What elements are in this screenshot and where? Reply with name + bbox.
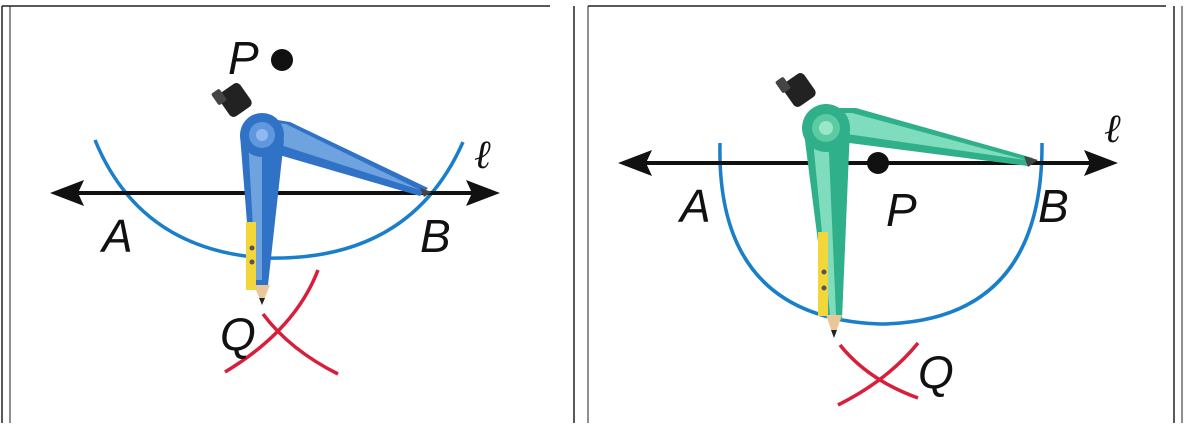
cross-arc-2 bbox=[837, 341, 920, 407]
cross-arc-1 bbox=[261, 312, 339, 376]
arc-right bbox=[718, 142, 1044, 326]
point-p bbox=[867, 152, 889, 174]
label-line-l: ℓ bbox=[1104, 106, 1121, 152]
panel-left: P A B Q ℓ bbox=[0, 0, 580, 423]
label-q: Q bbox=[918, 346, 954, 398]
arrowhead-left bbox=[618, 150, 652, 176]
label-a: A bbox=[677, 180, 711, 232]
cross-arc-1 bbox=[838, 343, 919, 400]
label-b: B bbox=[1038, 180, 1069, 232]
label-a: A bbox=[99, 210, 133, 262]
construction-diagram-right: A P B Q ℓ bbox=[618, 73, 1121, 407]
label-b: B bbox=[420, 210, 451, 262]
arrowhead-left bbox=[50, 180, 84, 206]
point-p bbox=[271, 49, 293, 71]
label-p: P bbox=[886, 184, 917, 236]
arrowhead-right bbox=[1084, 150, 1118, 176]
label-q: Q bbox=[220, 308, 256, 360]
arrowhead-right bbox=[466, 180, 500, 206]
panel-right: A P B Q ℓ bbox=[588, 0, 1182, 423]
label-p: P bbox=[228, 32, 259, 84]
compass-icon bbox=[775, 73, 1038, 338]
compass-icon bbox=[211, 83, 432, 305]
construction-diagram-left: P A B Q ℓ bbox=[50, 32, 500, 376]
cross-arc-2 bbox=[224, 269, 320, 374]
label-line-l: ℓ bbox=[474, 132, 491, 178]
